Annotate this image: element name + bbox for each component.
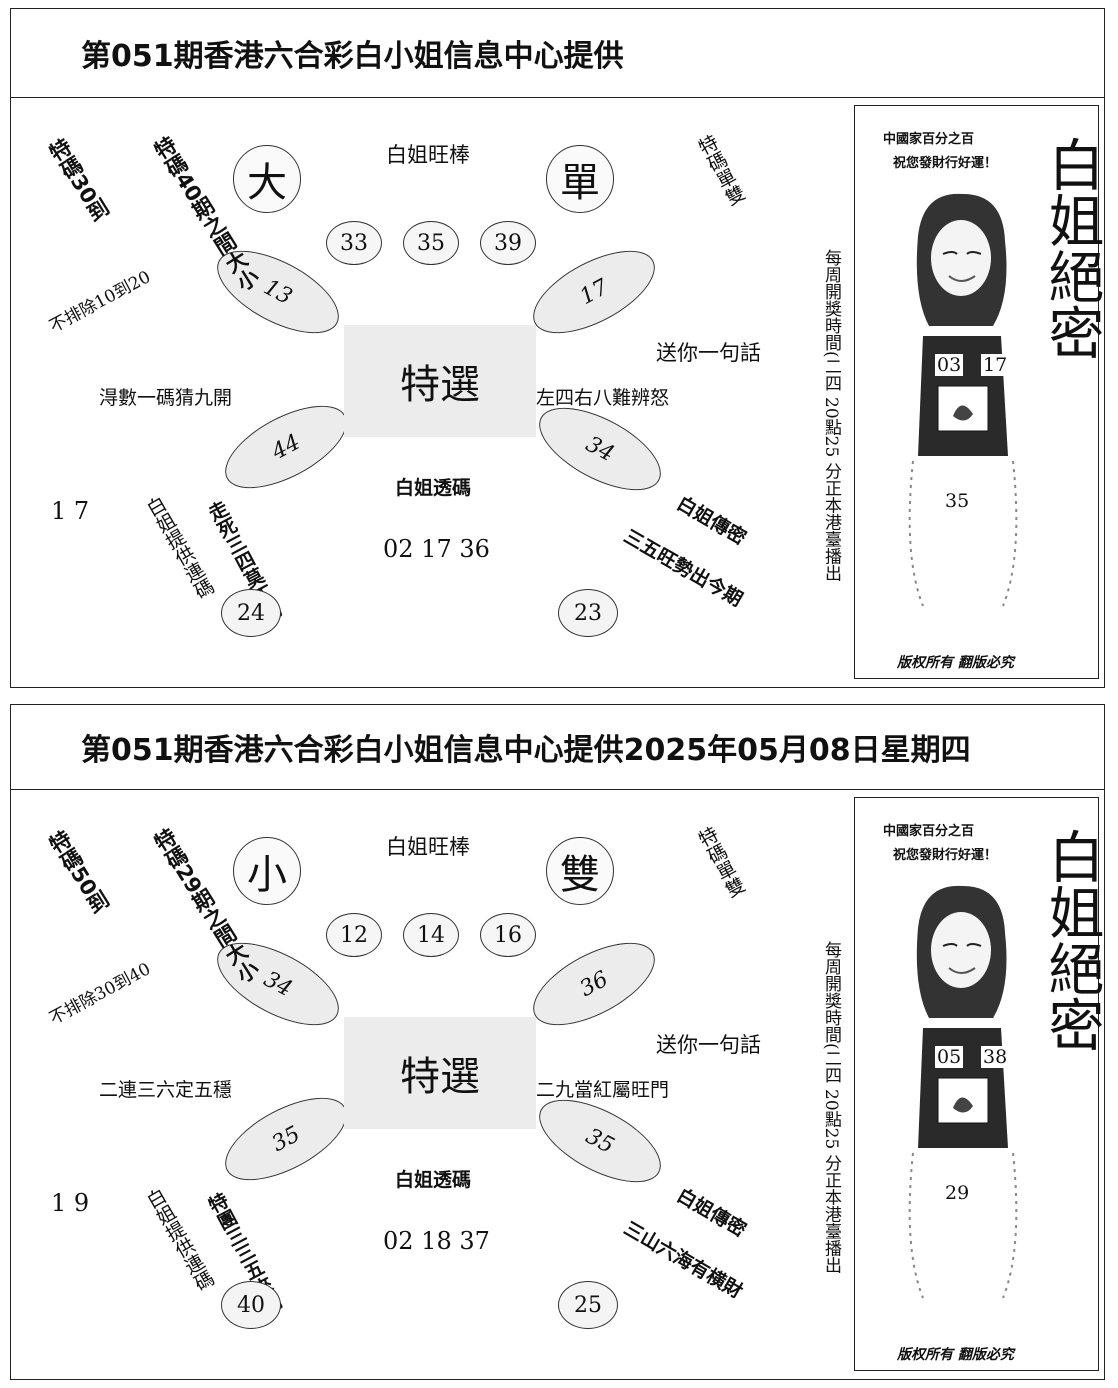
- left-phrase: 二連三六定五穩: [99, 1079, 233, 1101]
- right-phrase: 二九當紅屬旺門: [536, 1079, 670, 1101]
- exclude-range: 不排除10到20: [46, 267, 154, 338]
- right-phrase: 左四右八難辨怒: [536, 387, 670, 409]
- lottery-panel: 第051期香港六合彩白小姐信息中心提供 大 單 白姐旺棒 33 35 39 13…: [10, 8, 1105, 688]
- panel-body: 小 雙 白姐旺棒 12 14 16 34 36 35 35 特選 送你一句話 二…: [11, 789, 1104, 1379]
- ad-title: 白姐絕密: [1039, 136, 1104, 360]
- chuanmi-label: 白姐傳密: [673, 492, 750, 550]
- ad-slogan-2: 祝您發財行好運！: [893, 848, 998, 863]
- right-top-vertical: 特碼單雙: [692, 823, 748, 902]
- special-pick-box: 特選: [344, 325, 536, 437]
- bottom-right-number: 23: [558, 589, 618, 637]
- ellipse-left-bottom-number: 35: [267, 1121, 305, 1157]
- top-number-1: 12: [326, 913, 382, 957]
- left-column-1: 特碼50到: [43, 826, 113, 918]
- big-right-circle: 雙: [546, 837, 614, 905]
- header-title: 第051期香港六合彩白小姐信息中心提供: [81, 39, 624, 74]
- portrait-illustration: [908, 193, 1018, 607]
- left-phrase: 淂數一碼猜九開: [99, 387, 233, 409]
- ellipse-left-bottom: 44: [212, 389, 360, 505]
- ad-copyright: 版权所有 翻版必究: [897, 1347, 1014, 1363]
- top-number-1: 33: [326, 221, 382, 265]
- ellipse-right-bottom-number: 34: [581, 431, 619, 467]
- portrait-illustration: [908, 885, 1018, 1299]
- ad-panel: 中國家百分之百 祝您發財行好運！ 白姐絕密: [854, 105, 1104, 679]
- ad-number-b: 17: [981, 354, 1010, 376]
- side-numbers: 1 7: [51, 497, 90, 525]
- ad-copyright: 版权所有 翻版必究: [897, 655, 1014, 671]
- bai-wang-label: 白姐旺棒: [386, 143, 470, 167]
- ad-schedule: 每周開獎時間(二四 20點25 分正本港臺播出: [821, 941, 841, 1274]
- bottom-left-number: 40: [221, 1281, 281, 1329]
- panel-body: 大 單 白姐旺棒 33 35 39 13 17 44 34 特選 送你一句話 淂…: [11, 97, 1104, 687]
- ellipse-right-top: 36: [520, 926, 668, 1042]
- ad-number-a: 05: [935, 1046, 964, 1068]
- left-column-1: 特碼30到: [43, 134, 113, 226]
- big-right-circle: 單: [546, 145, 614, 213]
- ad-slogan-1: 中國家百分之百: [883, 824, 975, 839]
- tou-ma-label: 白姐透碼: [395, 1169, 472, 1191]
- ad-number-c: 35: [945, 490, 970, 512]
- ad-slogan-2: 祝您發財行好運！: [893, 156, 998, 171]
- lottery-panel: 第051期香港六合彩白小姐信息中心提供2025年05月08日星期四 小 雙 白姐…: [10, 704, 1105, 1380]
- side-numbers: 1 9: [51, 1189, 90, 1217]
- bottom-left-number: 24: [221, 589, 281, 637]
- top-number-2: 35: [403, 221, 459, 265]
- top-number-3: 16: [480, 913, 536, 957]
- panel-header: 第051期香港六合彩白小姐信息中心提供2025年05月08日星期四: [11, 705, 1104, 790]
- ad-schedule: 每周開獎時間(二四 20點25 分正本港臺播出: [821, 249, 841, 582]
- ad-title: 白姐絕密: [1039, 828, 1104, 1052]
- ellipse-right-top-number: 17: [575, 274, 613, 310]
- ellipse-right-top: 17: [520, 234, 668, 350]
- tou-ma-label: 白姐透碼: [395, 477, 472, 499]
- gift-label: 送你一句話: [656, 1033, 761, 1057]
- header-title: 第051期香港六合彩白小姐信息中心提供2025年05月08日星期四: [81, 733, 971, 768]
- ellipse-left-bottom: 35: [212, 1081, 360, 1197]
- chuanmi-label: 白姐傳密: [673, 1184, 750, 1242]
- top-number-2: 14: [403, 913, 459, 957]
- panel-header: 第051期香港六合彩白小姐信息中心提供: [11, 9, 1104, 98]
- right-top-vertical: 特碼單雙: [692, 131, 748, 210]
- bai-wang-label: 白姐旺棒: [386, 835, 470, 859]
- ellipse-left-bottom-number: 44: [267, 429, 305, 465]
- big-left-circle: 大: [233, 145, 301, 213]
- ad-number-c: 29: [945, 1182, 970, 1204]
- ad-number-b: 38: [981, 1046, 1010, 1068]
- ad-slogan-1: 中國家百分之百: [883, 132, 975, 147]
- ellipse-right-top-number: 36: [575, 966, 613, 1002]
- big-left-circle: 小: [233, 837, 301, 905]
- ad-panel: 中國家百分之百 祝您發財行好運！ 白姐絕密: [854, 797, 1104, 1371]
- top-number-3: 39: [480, 221, 536, 265]
- ellipse-left-top-number: 34: [259, 966, 297, 1002]
- gift-label: 送你一句話: [656, 341, 761, 365]
- special-pick-box: 特選: [344, 1017, 536, 1129]
- tou-ma-numbers: 02 18 37: [383, 1227, 490, 1255]
- exclude-range: 不排除30到40: [46, 959, 154, 1030]
- ad-number-a: 03: [935, 354, 964, 376]
- bottom-right-number: 25: [558, 1281, 618, 1329]
- tou-ma-numbers: 02 17 36: [383, 535, 490, 563]
- ellipse-right-bottom-number: 35: [581, 1123, 619, 1159]
- ellipse-left-top-number: 13: [259, 274, 297, 310]
